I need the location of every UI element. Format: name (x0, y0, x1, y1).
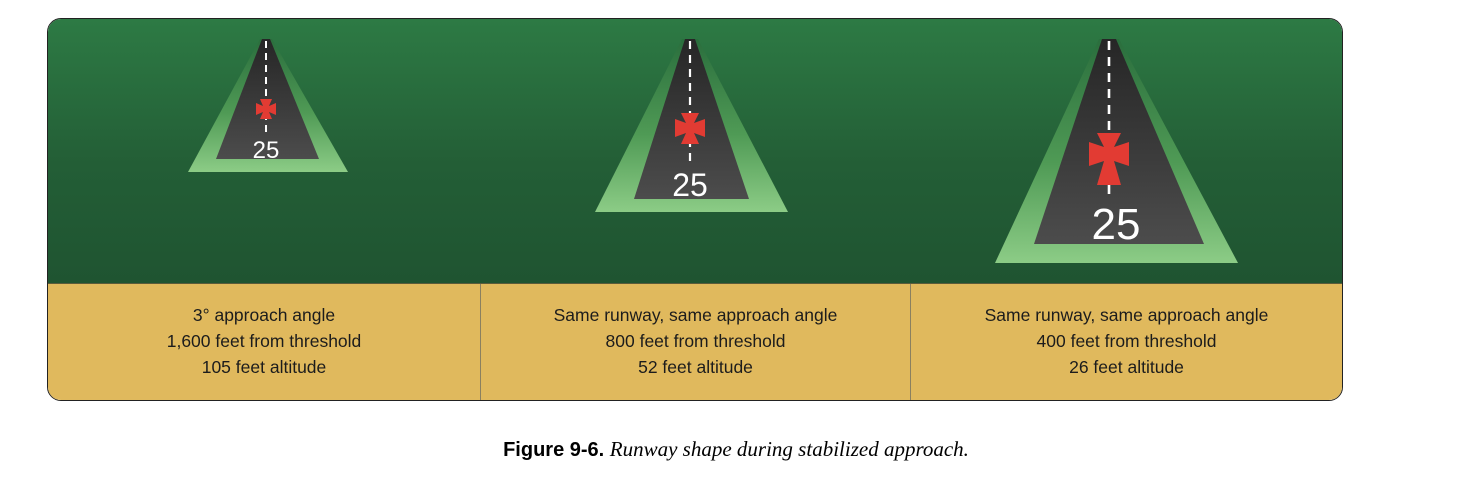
runway-3-aim-point-marker (1089, 133, 1129, 185)
caption-panel-3: Same runway, same approach angle 400 fee… (911, 284, 1342, 400)
figure-caption-label: Figure 9-6. (503, 439, 605, 461)
figure-caption: Figure 9-6. Runway shape during stabiliz… (0, 437, 1472, 462)
figure-caption-text: Runway shape during stabilized approach. (609, 437, 969, 461)
caption-2-line-1: Same runway, same approach angle (553, 305, 838, 325)
caption-1-line-2: 1,600 feet from threshold (166, 331, 362, 351)
ground-background: 25 25 25 (48, 19, 1342, 283)
runway-2: 25 (595, 39, 788, 212)
caption-band: 3° approach angle 1,600 feet from thresh… (48, 283, 1342, 400)
caption-panel-1: 3° approach angle 1,600 feet from thresh… (48, 284, 481, 400)
caption-2-line-2: 800 feet from threshold (605, 331, 786, 351)
runway-1: 25 (188, 39, 348, 172)
runway-illustrations: 25 25 25 (188, 39, 1238, 263)
caption-1-line-3: 105 feet altitude (201, 357, 327, 377)
runway-1-aim-point-marker (256, 99, 276, 119)
runway-3-surface (1034, 39, 1204, 244)
caption-1-line-1: 3° approach angle (192, 305, 336, 325)
runway-1-number: 25 (253, 137, 280, 164)
caption-3-line-3: 26 feet altitude (1069, 357, 1184, 377)
runway-2-number: 25 (672, 167, 708, 203)
caption-3-line-2: 400 feet from threshold (1036, 331, 1217, 351)
caption-panel-2: Same runway, same approach angle 800 fee… (481, 284, 911, 400)
runway-figure: 25 25 25 (47, 18, 1343, 401)
caption-2-line-3: 52 feet altitude (638, 357, 753, 377)
caption-3-line-1: Same runway, same approach angle (984, 305, 1269, 325)
runway-3: 25 (995, 39, 1238, 263)
runway-3-number: 25 (1092, 200, 1141, 249)
runway-2-aim-point-marker (675, 113, 705, 144)
